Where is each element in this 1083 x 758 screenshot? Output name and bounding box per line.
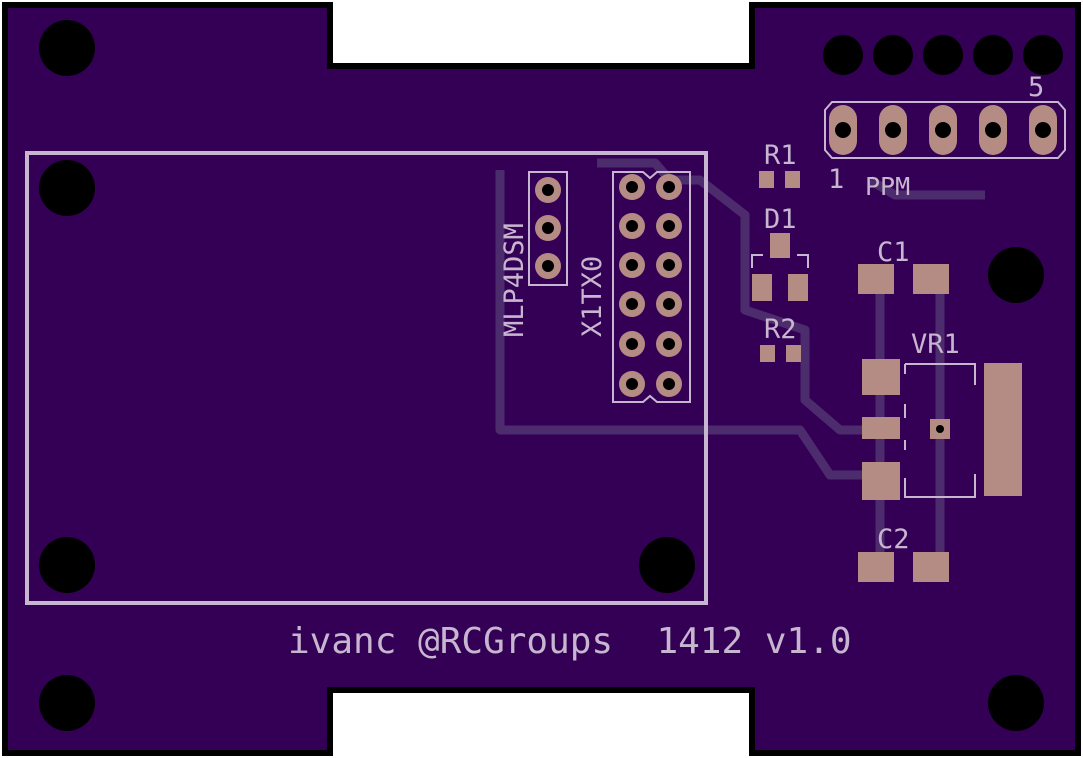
- x1tx0-header: [612, 171, 691, 403]
- c1-pads: [858, 264, 949, 294]
- ghost-traces: [495, 158, 985, 560]
- label-d1: D1: [764, 204, 797, 235]
- ppm-header: [824, 101, 1066, 159]
- vr1-footprint: [862, 359, 1022, 500]
- mounting-hole: [39, 675, 95, 731]
- label-mlp4dsm: MLP4DSM: [499, 223, 530, 337]
- footer-credit: ivanc @RCGroups 1412 v1.0: [288, 621, 852, 662]
- mlp4dsm-header: [528, 171, 568, 286]
- label-pin-1: 1: [828, 164, 844, 195]
- module-outline: [25, 151, 708, 605]
- mounting-hole: [39, 20, 95, 76]
- r1-pads: [759, 171, 800, 188]
- label-vr1: VR1: [911, 329, 960, 360]
- mounting-holes: [39, 20, 1044, 731]
- ppm-header-holes: [823, 35, 1063, 75]
- mounting-hole: [988, 247, 1044, 303]
- label-ppm: PPM: [865, 172, 910, 201]
- label-c1: C1: [877, 237, 910, 268]
- mounting-hole: [39, 537, 95, 593]
- label-c2: C2: [877, 524, 910, 555]
- label-r2: R2: [764, 314, 797, 345]
- label-x1tx0: X1TX0: [577, 256, 608, 337]
- label-r1: R1: [764, 140, 797, 171]
- d1-footprint: [751, 233, 809, 301]
- label-pin-5: 5: [1028, 72, 1044, 103]
- c2-pads: [858, 552, 949, 582]
- r2-pads: [760, 345, 801, 362]
- mounting-hole: [988, 675, 1044, 731]
- mounting-hole: [39, 160, 95, 216]
- mounting-hole: [639, 537, 695, 593]
